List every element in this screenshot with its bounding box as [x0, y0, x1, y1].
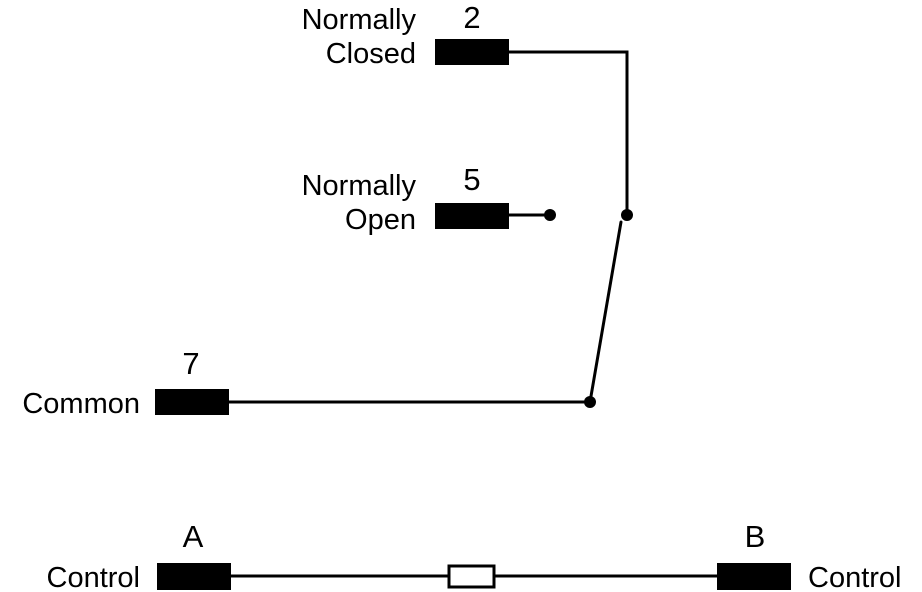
control-b-pin-letter: B — [745, 519, 766, 554]
switch-armature — [588, 220, 623, 404]
common-terminal — [155, 389, 229, 415]
normally-closed-terminal — [435, 39, 509, 65]
normally-open-label-line1: Normally — [302, 170, 417, 202]
normally-closed-wire — [507, 50, 629, 217]
normally-closed-pin-number: 2 — [463, 0, 480, 35]
common-pin-number: 7 — [182, 346, 199, 381]
coil-symbol — [447, 564, 496, 589]
normally-closed-label-line2: Closed — [326, 38, 416, 70]
control-a-label: Control — [47, 562, 141, 592]
common-label: Common — [22, 388, 140, 420]
control-b-label: Control — [808, 562, 902, 592]
normally-closed-label-line1: Normally — [302, 4, 417, 36]
control-b-terminal — [717, 563, 791, 590]
normally-open-label-line2: Open — [345, 204, 416, 236]
normally-open-terminal — [435, 203, 509, 229]
normally-open-pin-number: 5 — [463, 162, 480, 197]
normally-open-contact-dot — [544, 209, 556, 221]
control-a-pin-letter: A — [183, 519, 204, 554]
control-a-terminal — [157, 563, 231, 590]
normally-closed-contact-dot — [621, 209, 633, 221]
